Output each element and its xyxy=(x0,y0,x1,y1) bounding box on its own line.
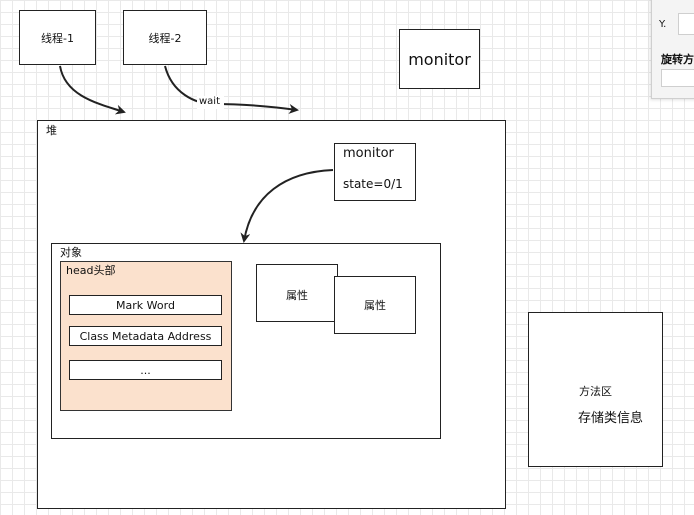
ellipsis-label: ... xyxy=(140,363,151,377)
heap-monitor-state: state=0/1 xyxy=(343,177,403,191)
monitor-box[interactable]: monitor xyxy=(399,29,480,89)
method-area-title: 方法区 xyxy=(579,385,612,398)
panel-rotate-input[interactable] xyxy=(661,69,694,87)
thread-2-label: 线程-2 xyxy=(148,31,182,45)
class-metadata-row[interactable]: Class Metadata Address xyxy=(69,326,222,346)
thread-2-box[interactable]: 线程-2 xyxy=(123,10,207,65)
property-panel[interactable]: Y. 旋转方 xyxy=(651,0,694,99)
monitor-label: monitor xyxy=(408,49,471,69)
object-label: 对象 xyxy=(60,246,82,259)
head-label: head头部 xyxy=(66,264,116,277)
method-area-desc: 存储类信息 xyxy=(578,411,644,426)
thread-1-box[interactable]: 线程-1 xyxy=(19,10,96,65)
mark-word-row[interactable]: Mark Word xyxy=(69,295,222,315)
ellipsis-row[interactable]: ... xyxy=(69,360,222,380)
thread-1-label: 线程-1 xyxy=(41,31,74,45)
method-area-box[interactable]: 方法区 存储类信息 xyxy=(528,312,663,467)
arrow-monitor-to-object xyxy=(240,169,334,243)
mark-word-label: Mark Word xyxy=(116,298,175,312)
panel-y-input[interactable] xyxy=(678,13,694,35)
panel-y-label: Y. xyxy=(659,19,667,30)
head-box[interactable]: head头部 Mark Word Class Metadata Address … xyxy=(60,261,232,411)
attribute-1-label: 属性 xyxy=(286,289,308,302)
heap-label: 堆 xyxy=(46,124,57,137)
heap-monitor-box[interactable]: monitor state=0/1 xyxy=(334,143,416,201)
panel-rotate-label: 旋转方 xyxy=(661,53,694,66)
attribute-box-1[interactable]: 属性 xyxy=(256,264,338,322)
class-metadata-label: Class Metadata Address xyxy=(79,329,212,343)
arrow-thread1-to-heap xyxy=(59,65,126,115)
wait-label: wait xyxy=(199,96,221,107)
heap-monitor-title: monitor xyxy=(343,146,394,161)
arrow-thread2-wait xyxy=(164,65,299,114)
attribute-2-label: 属性 xyxy=(364,299,386,312)
attribute-box-2[interactable]: 属性 xyxy=(334,276,416,334)
